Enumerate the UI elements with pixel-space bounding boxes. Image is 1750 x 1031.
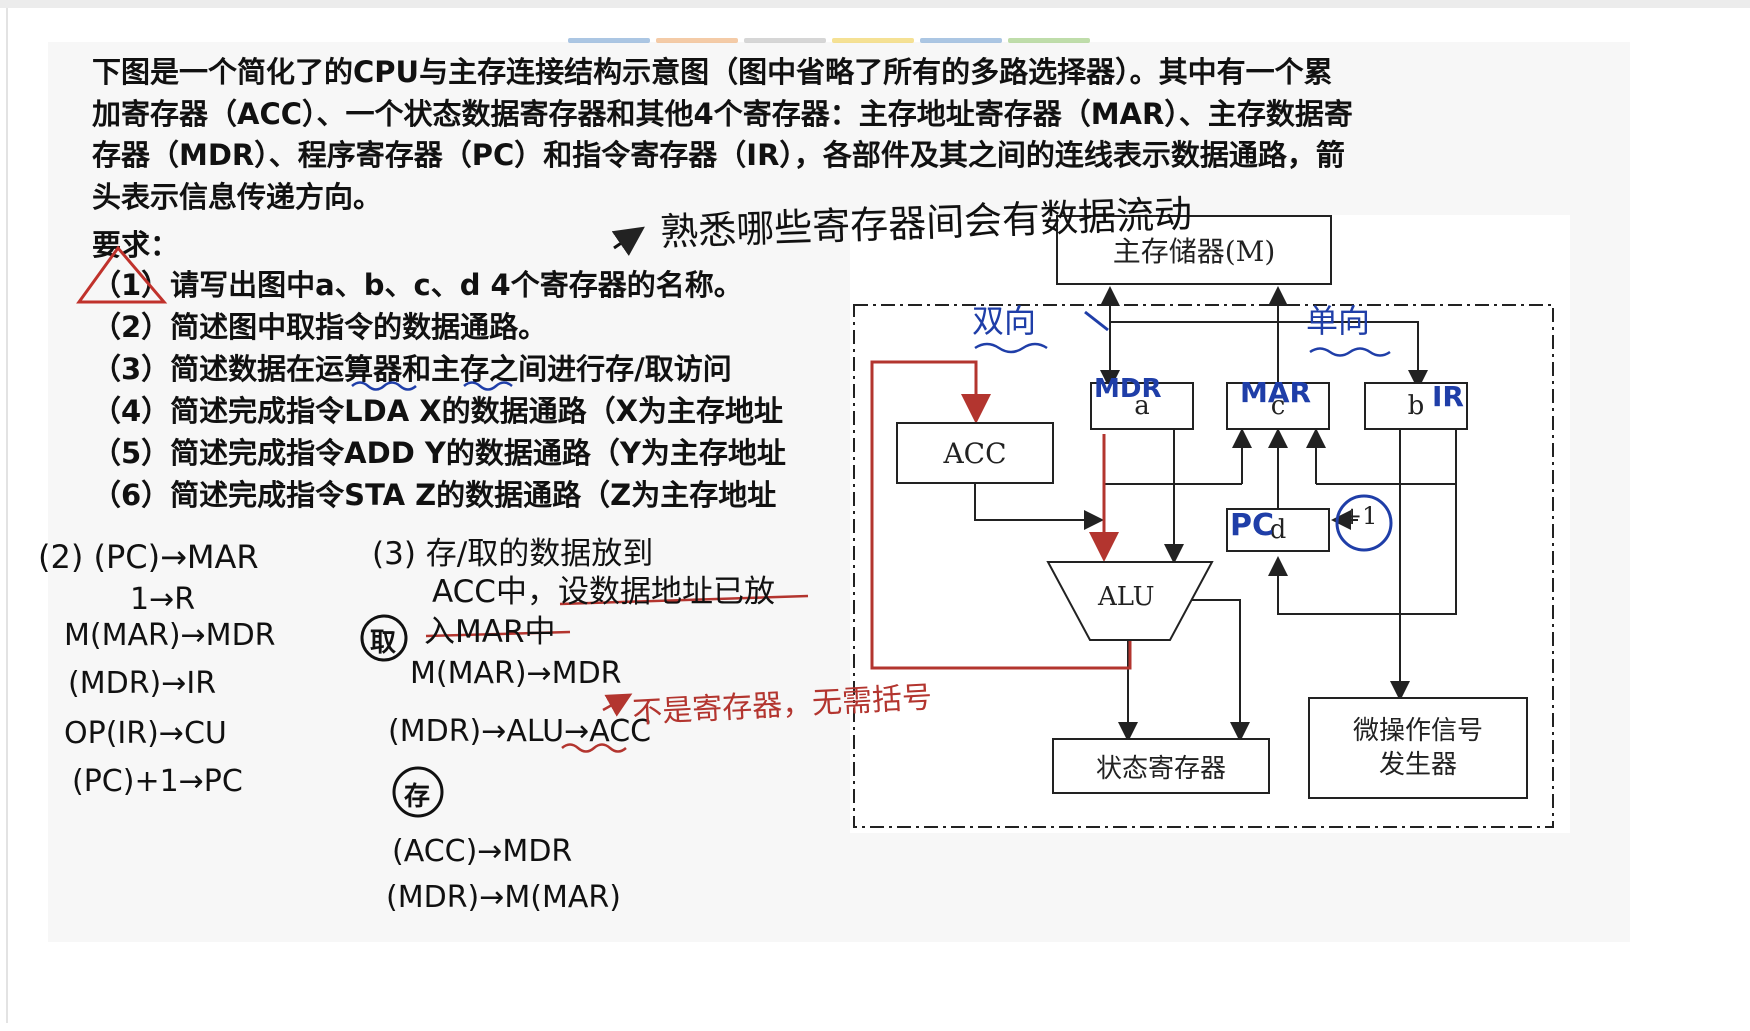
alu-shape bbox=[1046, 561, 1214, 641]
requirement-item: （2）简述图中取指令的数据通路。 bbox=[92, 310, 548, 344]
ans2-line: M(MAR)→MDR bbox=[64, 618, 276, 653]
register-d: d bbox=[1226, 508, 1330, 552]
fetch-step: (MDR)→ALU→ACC bbox=[388, 714, 652, 749]
ans3-line: ACC中，设数据地址已放 bbox=[432, 574, 775, 610]
ans2-line: (MDR)→IR bbox=[68, 666, 217, 701]
requirement-item: （6）简述完成指令STA Z的数据通路（Z为主存地址 bbox=[92, 478, 777, 512]
register-a: a bbox=[1090, 382, 1194, 430]
fetch-tag: 取 bbox=[370, 628, 397, 658]
ans3-line: (3) 存/取的数据放到 bbox=[372, 536, 654, 572]
tab-strip-gray bbox=[744, 38, 826, 43]
ans2-line: OP(IR)→CU bbox=[64, 716, 227, 751]
alu-label: ALU bbox=[1098, 582, 1155, 612]
requirement-item: （5）简述完成指令ADD Y的数据通路（Y为主存地址 bbox=[92, 436, 786, 470]
status-register: 状态寄存器 bbox=[1052, 738, 1270, 794]
requirements-label: 要求： bbox=[92, 228, 180, 262]
blue-circle-plus-one bbox=[1335, 494, 1393, 552]
ans2-line: (PC)+1→PC bbox=[72, 764, 243, 799]
note-mar: MAR bbox=[1240, 376, 1312, 409]
tab-strip-blue bbox=[568, 38, 650, 43]
note-bidirectional: 双向 bbox=[972, 302, 1037, 340]
acc-register: ACC bbox=[896, 422, 1054, 484]
requirement-item: （4）简述完成指令LDA X的数据通路（X为主存地址 bbox=[92, 394, 783, 428]
intro-line: 加寄存器（ACC）、一个状态数据寄存器和其他4个寄存器：主存地址寄存器（MAR）… bbox=[92, 96, 1353, 131]
note-pc: PC bbox=[1230, 508, 1275, 543]
cpu-boundary bbox=[853, 304, 1554, 828]
register-b: b bbox=[1364, 382, 1468, 430]
note-unidirectional: 单向 bbox=[1306, 302, 1371, 340]
intro-line: 存器（MDR）、程序寄存器（PC）和指令寄存器（IR），各部件及其之间的连线表示… bbox=[92, 138, 1345, 172]
micro-op-generator: 微操作信号 发生器 bbox=[1308, 697, 1528, 799]
question-intro: 下图是一个简化了的CPU与主存连接结构示意图（图中省略了所有的多路选择器）。其中… bbox=[92, 52, 1562, 218]
store-step: (ACC)→MDR bbox=[392, 834, 573, 869]
window-top-bar bbox=[0, 0, 1750, 8]
micro-op-line1: 微操作信号 bbox=[1352, 716, 1483, 746]
tab-strip-yellow bbox=[832, 38, 914, 43]
tab-strip-blue-2 bbox=[920, 38, 1002, 43]
store-tag: 存 bbox=[404, 782, 431, 812]
requirement-item: （3）简述数据在运算器和主存之间进行存/取访问 bbox=[92, 352, 732, 386]
tab-strip-orange bbox=[656, 38, 738, 43]
micro-op-line2: 发生器 bbox=[1378, 750, 1457, 780]
requirement-item: （1）请写出图中a、b、c、d 4个寄存器的名称。 bbox=[92, 268, 743, 302]
left-edge-rule bbox=[6, 8, 8, 1023]
tab-strip-green bbox=[1008, 38, 1090, 43]
ans3-line: 入MAR中 bbox=[424, 614, 556, 650]
register-c: c bbox=[1226, 382, 1330, 430]
plus-one-label: +1 bbox=[1342, 502, 1378, 530]
store-step: (MDR)→M(MAR) bbox=[386, 880, 621, 915]
ans2-line: (2) (PC)→MAR bbox=[38, 538, 259, 576]
note-mdr: MDR bbox=[1094, 374, 1162, 404]
intro-line: 头表示信息传递方向。 bbox=[92, 179, 383, 214]
ans2-line: 1→R bbox=[130, 582, 196, 617]
note-ir: IR bbox=[1432, 380, 1464, 413]
intro-line: 下图是一个简化了的CPU与主存连接结构示意图（图中省略了所有的多路选择器）。其中… bbox=[92, 55, 1333, 89]
fetch-step: M(MAR)→MDR bbox=[410, 656, 622, 691]
main-memory-box: 主存储器(M) bbox=[1056, 215, 1332, 285]
